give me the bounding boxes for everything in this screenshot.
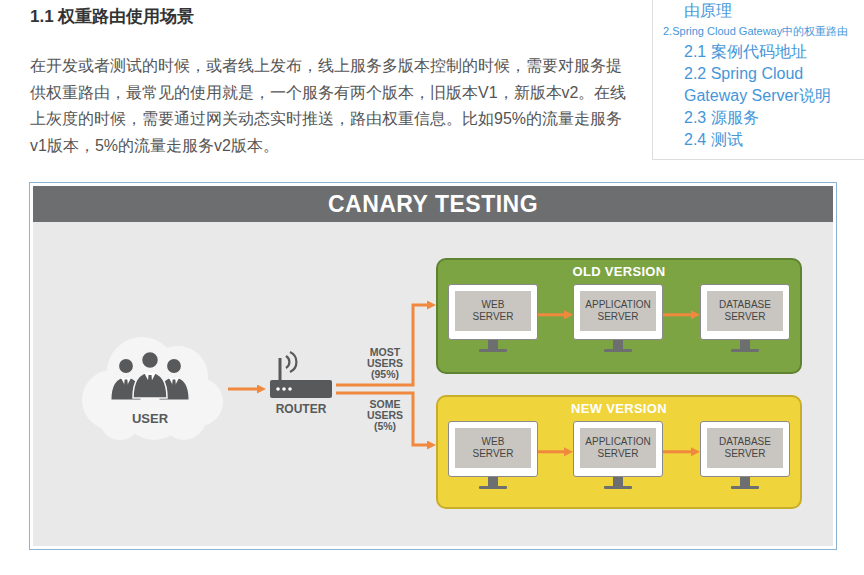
cloud-puff xyxy=(162,396,206,440)
toc-panel: 由原理 2.Spring Cloud Gateway中的权重路由 2.1 案例代码地… xyxy=(652,0,864,160)
user-head xyxy=(118,358,133,373)
figure-ground xyxy=(33,186,833,546)
flow-arrow xyxy=(538,313,567,316)
user-head xyxy=(166,358,181,373)
server-monitor: DATABASE SERVER xyxy=(700,421,790,477)
group-title: OLD VERSION xyxy=(436,264,802,279)
version-group-bg xyxy=(437,259,801,373)
router-signal xyxy=(290,352,296,372)
server-label: APPLICATION SERVER xyxy=(585,436,650,460)
server-label: WEB SERVER xyxy=(473,436,514,460)
router-antenna xyxy=(279,358,282,381)
server-monitor: WEB SERVER xyxy=(448,421,538,477)
title-band xyxy=(33,186,833,222)
toc-link: 由原理 xyxy=(684,0,858,22)
server-label: APPLICATION SERVER xyxy=(585,299,650,323)
router-body xyxy=(270,380,332,398)
user-tie xyxy=(172,380,177,393)
figure-frame xyxy=(30,183,837,550)
monitor-base xyxy=(604,486,632,489)
server-label: DATABASE SERVER xyxy=(719,299,771,323)
user-label: USER xyxy=(132,411,168,426)
server-monitor: APPLICATION SERVER xyxy=(573,284,663,340)
monitor-base xyxy=(479,486,507,489)
monitor-screen: DATABASE SERVER xyxy=(707,291,783,331)
version-group: NEW VERSION WEB SERVER APPLICATION SERVER D… xyxy=(436,395,802,509)
router-label: ROUTER xyxy=(276,402,327,416)
monitor-base xyxy=(731,349,759,352)
flow-arrow xyxy=(538,450,567,453)
server-label: WEB SERVER xyxy=(473,299,514,323)
router-signal xyxy=(286,356,289,368)
server-label: DATABASE SERVER xyxy=(719,436,771,460)
toc-link: 2.1 案例代码地址 xyxy=(684,41,858,63)
monitor-base xyxy=(479,349,507,352)
monitor-screen: WEB SERVER xyxy=(455,428,531,468)
server-monitor: DATABASE SERVER xyxy=(700,284,790,340)
version-group-bg xyxy=(437,396,801,508)
router-light xyxy=(276,387,280,391)
section-heading: 1.1 权重路由使用场景 xyxy=(30,6,630,28)
figure-title: CANARY TESTING xyxy=(328,191,538,218)
user-head xyxy=(142,352,159,369)
flow-arrow xyxy=(336,305,430,385)
monitor-screen: WEB SERVER xyxy=(455,291,531,331)
group-title: NEW VERSION xyxy=(436,401,802,416)
body-paragraph: 在开发或者测试的时候，或者线上发布，线上服务多版本控制的时候，需要对服务提供权重… xyxy=(30,53,630,159)
group-backgrounds xyxy=(437,259,801,508)
router-light xyxy=(288,387,292,391)
monitor-screen: APPLICATION SERVER xyxy=(580,291,656,331)
router-light xyxy=(282,387,286,391)
flow-arrow xyxy=(663,450,694,453)
user-body xyxy=(133,372,167,398)
toc-link: 2.2 Spring Cloud Gateway Server说明 xyxy=(684,63,858,107)
monitor-base xyxy=(604,349,632,352)
flow-arrow xyxy=(663,313,694,316)
router-node: ROUTER xyxy=(266,352,336,422)
user-tie xyxy=(148,375,153,389)
user-cloud-node: USER xyxy=(72,322,228,442)
user-figure xyxy=(133,352,167,399)
monitor-base xyxy=(731,486,759,489)
server-monitor: APPLICATION SERVER xyxy=(573,421,663,477)
toc-link: 2.Spring Cloud Gateway中的权重路由 xyxy=(663,24,858,39)
flow-arrow xyxy=(228,388,260,391)
monitor-screen: APPLICATION SERVER xyxy=(580,428,656,468)
flow-arrow xyxy=(336,393,430,445)
figure-title-band: CANARY TESTING xyxy=(33,186,833,222)
monitor-screen: DATABASE SERVER xyxy=(707,428,783,468)
version-group: OLD VERSION WEB SERVER APPLICATION SERVER D… xyxy=(436,258,802,374)
toc-link: 2.4 测试 xyxy=(684,129,858,151)
user-tie xyxy=(124,380,129,393)
edge-label: SOME USERS (5%) xyxy=(362,399,408,432)
server-monitor: WEB SERVER xyxy=(448,284,538,340)
toc-link: 2.3 源服务 xyxy=(684,107,858,129)
edge-label: MOST USERS (95%) xyxy=(362,347,408,380)
